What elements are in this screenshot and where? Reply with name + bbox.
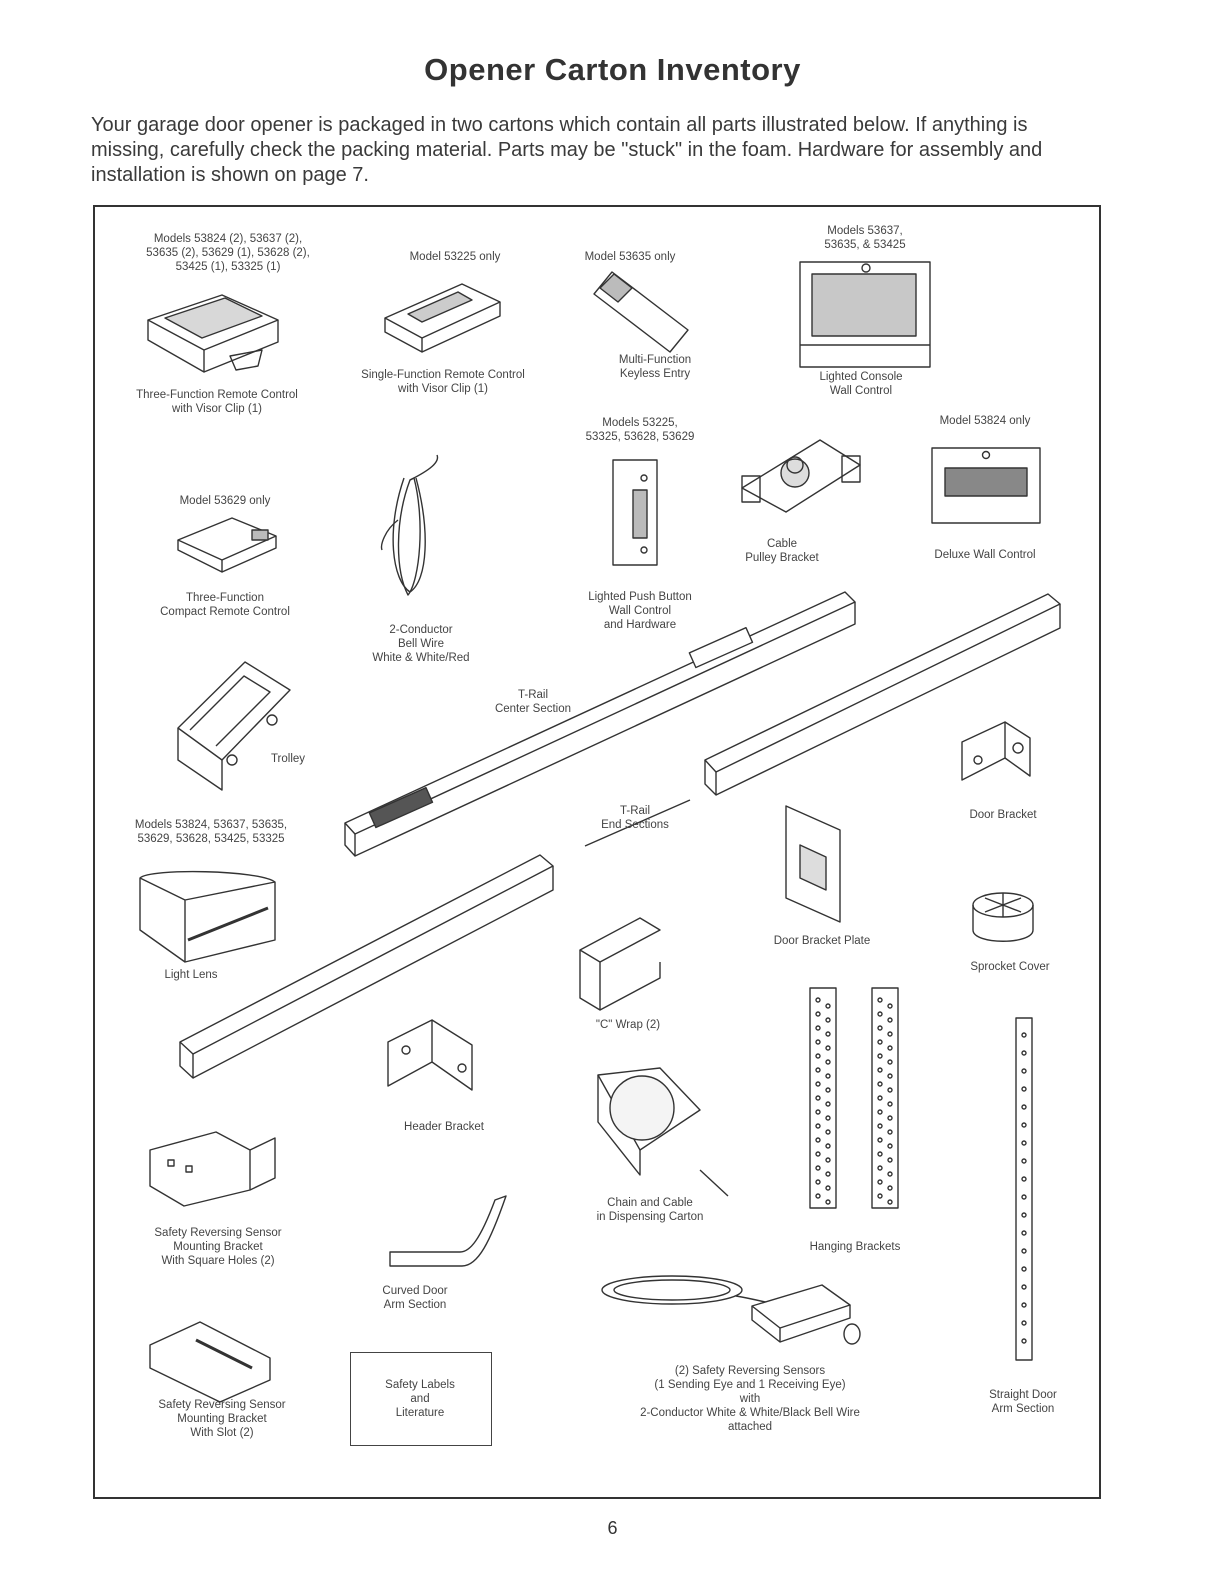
hanging-brackets-label: Hanging Brackets [809,1241,901,1253]
door-bracket-plate-label: Door Bracket Plate [773,935,871,947]
door-bracket-icon [961,721,1031,781]
bell-wire-icon [380,454,439,596]
single-function-remote-icon [384,283,501,353]
header-bracket-icon [387,1019,473,1091]
deluxe-wall-models: Model 53824 only [939,415,1031,427]
page-number: 6 [607,1518,618,1538]
lighted-console-models: Models 53637,53635, & 53425 [824,225,906,251]
sensor-bracket-slot-icon [149,1321,271,1403]
trolley-icon [177,661,291,791]
sprocket-cover-icon [972,892,1034,942]
push-button-models: Models 53225,53325, 53628, 53629 [585,417,695,443]
t-rail-center-icon [344,591,856,857]
single-function-remote-models: Model 53225 only [409,251,501,263]
page-title: Opener Carton Inventory [424,52,801,87]
safety-sensors-icon [601,1275,861,1345]
keyless-entry-icon [593,271,689,353]
push-button-icon [612,459,658,566]
door-bracket-label: Door Bracket [969,809,1037,821]
inventory-frame [93,205,1101,1499]
three-function-remote-icon [147,294,279,373]
keyless-entry-models: Model 53635 only [584,251,676,263]
straight-door-arm-icon [1015,1017,1033,1361]
door-bracket-plate-icon [785,805,841,923]
sensor-bracket-square-icon [149,1131,276,1207]
chain-carton-icon [597,1067,729,1197]
three-function-remote-models: Models 53824 (2), 53637 (2),53635 (2), 5… [146,233,310,273]
header-bracket-label: Header Bracket [404,1121,484,1133]
light-lens-models: Models 53824, 53637, 53635,53629, 53628,… [134,819,288,845]
cable-pulley-bracket-icon [741,439,861,513]
c-wrap-label: "C" Wrap (2) [595,1019,661,1031]
light-lens-icon [139,870,276,963]
trolley-label: Trolley [270,753,306,765]
deluxe-wall-control-icon [931,447,1041,524]
safety-labels-box [350,1352,492,1446]
lighted-console-wall-control-icon [799,261,931,368]
safety-sensors-label: (2) Safety Reversing Sensors(1 Sending E… [640,1365,860,1433]
light-lens-label: Light Lens [164,969,218,981]
t-rail-end-icon [584,593,1061,847]
compact-remote-models: Model 53629 only [179,495,271,507]
hanging-brackets-icon [809,987,899,1209]
sprocket-cover-label: Sprocket Cover [970,961,1050,973]
curved-door-arm-icon [389,1195,507,1267]
t-rail-end-left-icon [179,854,554,1079]
c-wrap-icon [579,917,661,1011]
intro-paragraph: Your garage door opener is packaged in t… [91,114,1043,186]
compact-remote-icon [177,517,277,573]
deluxe-wall-label: Deluxe Wall Control [934,549,1036,561]
